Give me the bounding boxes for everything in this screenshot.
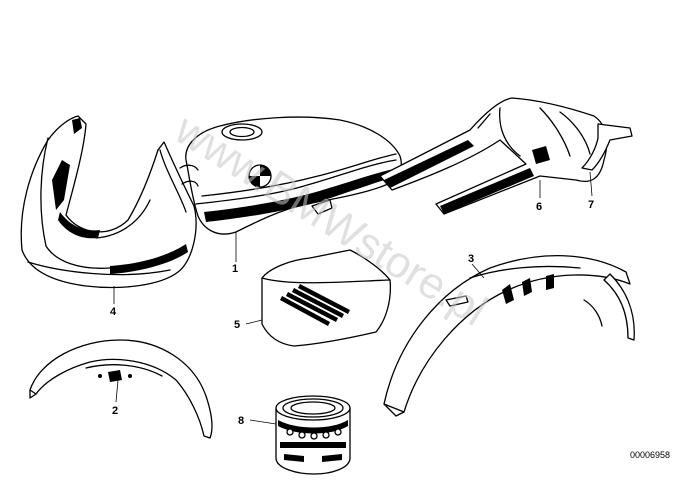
part-front-fairing[interactable] <box>20 115 197 304</box>
paint-tin-label <box>278 420 348 462</box>
part-rear-fender[interactable] <box>383 255 635 417</box>
callout-5[interactable]: 5 <box>234 319 240 331</box>
part-fuel-tank[interactable] <box>179 116 402 262</box>
drawing-code: 00006958 <box>630 450 670 460</box>
callout-6[interactable]: 6 <box>536 201 542 213</box>
part-tail-clip[interactable] <box>581 123 633 197</box>
callout-7[interactable]: 7 <box>588 199 594 211</box>
callout-4[interactable]: 4 <box>110 306 117 318</box>
callout-2[interactable]: 2 <box>112 405 118 417</box>
callout-1[interactable]: 1 <box>232 263 238 275</box>
callout-8[interactable]: 8 <box>238 415 244 427</box>
part-seat-cowl[interactable] <box>379 97 608 215</box>
part-front-fender[interactable] <box>29 339 213 439</box>
part-paint-tin[interactable] <box>249 395 351 475</box>
part-side-cover[interactable] <box>245 249 392 347</box>
callout-3[interactable]: 3 <box>468 253 474 265</box>
side-cover-vents <box>280 284 350 326</box>
